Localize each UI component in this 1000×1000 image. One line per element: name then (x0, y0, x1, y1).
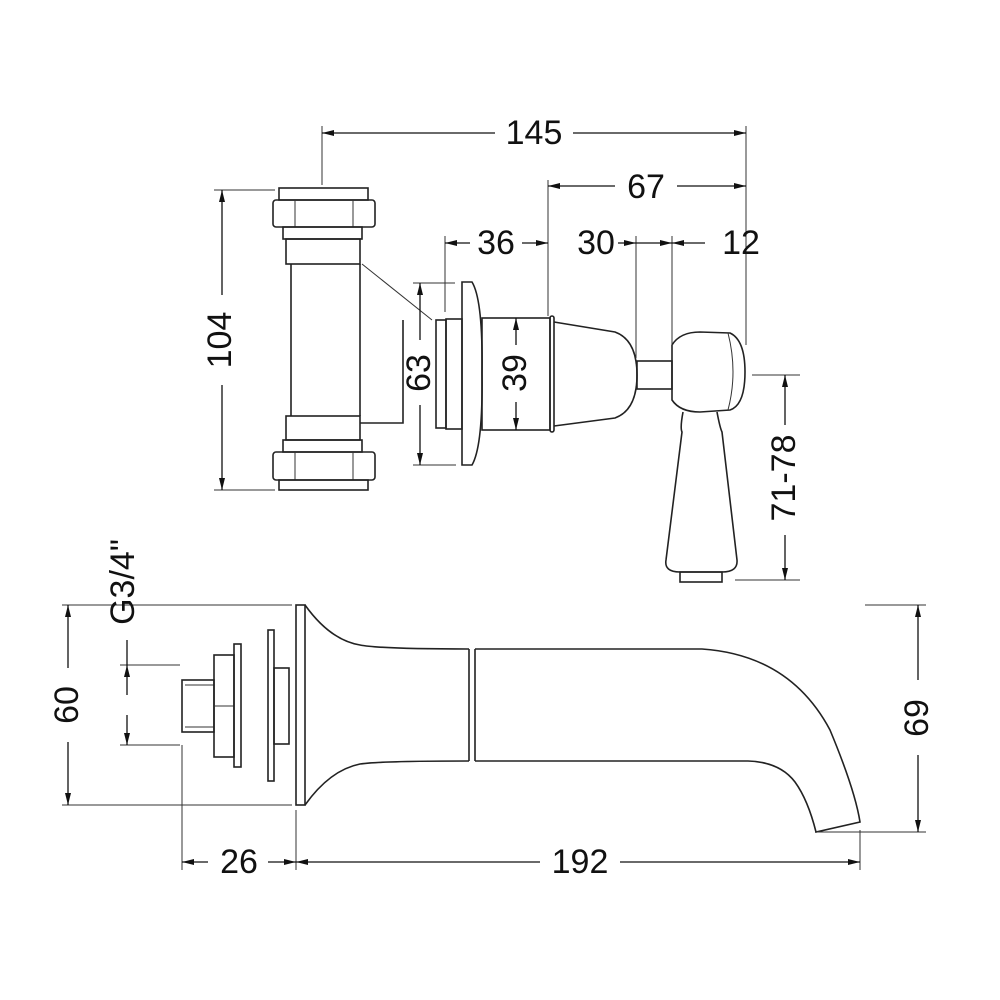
top-compression-nut (272, 187, 376, 265)
bottom-compression-nut (272, 415, 376, 491)
spout (181, 604, 861, 833)
valve-body (272, 187, 746, 583)
dimension-60: 60 (48, 604, 292, 806)
dimension-12: 12 (636, 224, 760, 345)
dimension-label: 60 (48, 686, 86, 724)
dimension-label: 30 (577, 224, 615, 262)
dimension-30: 30 (577, 224, 637, 358)
dimension-label: G3/4" (104, 539, 142, 625)
dimension-label: 63 (400, 354, 438, 392)
dimension-label: 145 (506, 114, 563, 152)
dimension-145: 145 (321, 114, 747, 345)
dimension-69: 69 (815, 604, 936, 833)
dimension-label: 26 (220, 843, 258, 881)
dimension-label: 71-78 (765, 435, 803, 522)
dimension-label: 36 (477, 224, 515, 262)
dimension-67: 67 (547, 168, 746, 316)
dimension-label: 69 (898, 699, 936, 737)
dimension-26: 26 (181, 745, 297, 881)
dimension-192: 192 (296, 830, 861, 881)
dimension-39: 39 (496, 318, 534, 430)
dimension-label: 12 (722, 224, 760, 262)
dimension-label: 192 (552, 843, 609, 881)
dimension-label: 39 (496, 354, 534, 392)
dimension-104: 104 (201, 189, 275, 491)
dimension-label: 104 (201, 312, 239, 369)
dimension-label: 67 (627, 168, 665, 206)
dimension-63: 63 (400, 282, 456, 466)
dimension-71-78: 71-78 (735, 374, 803, 581)
dimension-36: 36 (444, 224, 548, 312)
dimension-thread: G3/4" (104, 539, 180, 746)
